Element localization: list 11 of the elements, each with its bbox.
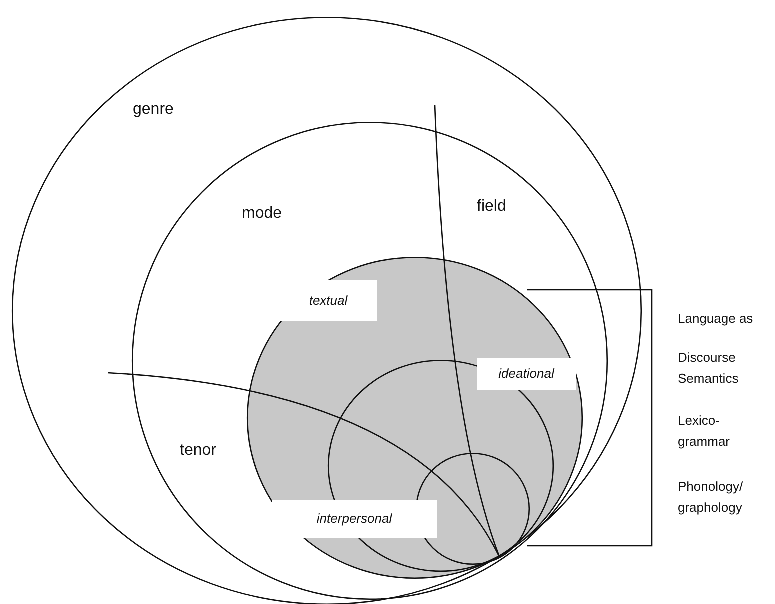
stratum-label: Discourse Semantics (678, 349, 740, 388)
region-label: field (477, 198, 506, 216)
metafunction-label: ideational (477, 358, 576, 390)
metafunction-label: textual (280, 280, 377, 321)
region-label: tenor (180, 442, 216, 460)
region-label: mode (242, 205, 282, 223)
stratum-label: Lexico-grammar (678, 412, 732, 451)
region-label: genre (133, 101, 174, 119)
stratum-label: Language as (678, 310, 754, 328)
stratum-label: Phonology/ graphology (678, 478, 744, 517)
metafunction-label: interpersonal (272, 500, 437, 538)
